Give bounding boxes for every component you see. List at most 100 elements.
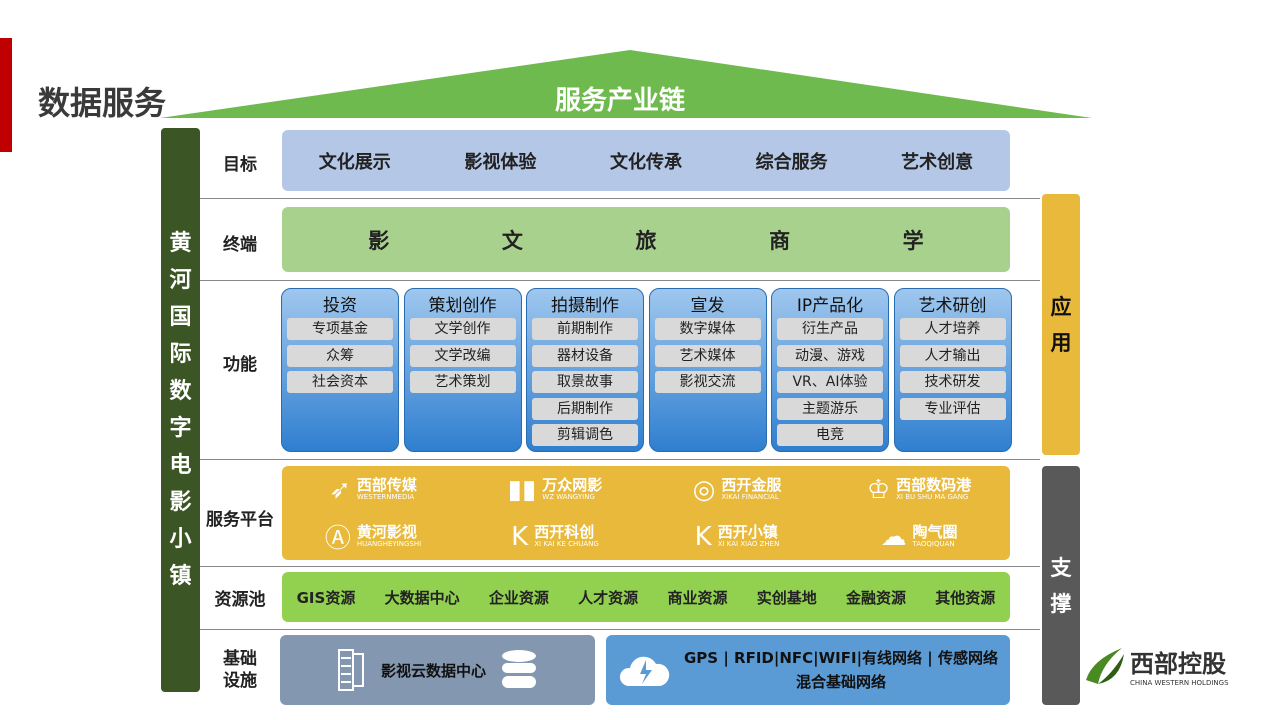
platform-en: XI KAI XIAO ZHEN (717, 540, 780, 548)
function-item: 众筹 (287, 344, 393, 367)
crown-icon: ♔ (866, 474, 891, 505)
goal-item: 艺术创意 (901, 151, 974, 173)
vertical-label-char: 电 (169, 453, 192, 478)
roof-label: 服务产业链 (554, 86, 685, 116)
roof-shape (160, 50, 1092, 118)
k-icon: K (694, 521, 712, 552)
terminals-box: 影 文 旅 商 学 (282, 207, 1010, 272)
vertical-label-char: 数 (169, 379, 192, 404)
platform-name: 黄河影视 (356, 523, 417, 541)
resource-item: 商业资源 (667, 588, 728, 607)
network-box: GPS | RFID|NFC|WIFI|有线网络 | 传感网络 混合基础网络 (606, 635, 1010, 705)
row-label-resources: 资源池 (214, 590, 266, 610)
function-item: 专项基金 (287, 318, 393, 340)
divider (200, 198, 1040, 199)
datacenter-box: 影视云数据中心 (280, 635, 595, 705)
function-item: 动漫、游戏 (777, 344, 883, 367)
company-logo: 西部控股 CHINA WESTERN HOLDINGS (1082, 640, 1229, 690)
function-item: 文学改编 (409, 344, 516, 367)
function-title: 拍摄制作 (551, 296, 619, 316)
goal-item: 文化展示 (318, 151, 391, 173)
function-item: 衍生产品 (777, 318, 883, 340)
function-column: 宣发数字媒体艺术媒体影视交流 (648, 288, 767, 452)
vertical-label-char: 国 (169, 305, 192, 330)
terminal-item: 学 (902, 228, 924, 253)
row-label-function: 功能 (223, 355, 257, 375)
function-item: 主题游乐 (777, 397, 883, 420)
function-item: 后期制作 (532, 397, 638, 420)
terminal-item: 商 (769, 228, 791, 253)
network-line-2: 混合基础网络 (795, 673, 886, 691)
function-item: 器材设备 (532, 344, 638, 367)
side-label-char: 用 (1050, 330, 1072, 355)
platform-en: WZ WANGYING (542, 493, 595, 501)
vertical-label-char: 字 (169, 416, 192, 441)
terminal-item: 影 (368, 228, 390, 253)
function-item: 影视交流 (654, 371, 761, 393)
terminal-item: 文 (501, 228, 523, 253)
function-item: 电竞 (777, 424, 883, 446)
vertical-label-char: 小 (169, 527, 192, 552)
function-column: 投资专项基金众筹社会资本 (281, 288, 399, 452)
k-icon: K (511, 521, 529, 552)
divider (200, 629, 1040, 630)
platform-en: WESTERNMEDIA (356, 493, 415, 501)
vertical-label-char: 镇 (169, 564, 192, 589)
platform-name: 万众网影 (542, 476, 603, 494)
company-name: 西部控股 (1130, 649, 1226, 678)
row-label-goal: 目标 (223, 155, 257, 175)
function-item: 专业评估 (899, 397, 1006, 420)
platform-name: 陶气圈 (912, 523, 958, 541)
platform-name: 西部数码港 (896, 476, 972, 494)
resource-item: GIS资源 (296, 588, 356, 607)
network-line-1: GPS | RFID|NFC|WIFI|有线网络 | 传感网络 (684, 649, 998, 667)
divider (200, 459, 1040, 460)
resources-box: GIS资源大数据中心企业资源人才资源商业资源实创基地金融资源其他资源 (282, 572, 1010, 622)
server-icon (337, 649, 364, 691)
divider (200, 280, 1040, 281)
resource-item: 其他资源 (935, 588, 996, 607)
company-emblem-icon (1086, 648, 1124, 684)
page-title: 数据服务 (38, 84, 167, 122)
function-column: 策划创作文学创作文学改编艺术策划 (403, 288, 522, 452)
platform-name: 西开科创 (534, 523, 595, 541)
platform-en: XI KAI KE CHUANG (534, 540, 599, 548)
function-item: 文学创作 (409, 318, 516, 340)
platform-name: 西部传媒 (356, 476, 417, 494)
vertical-label: 黄河国际数字电影小镇 (161, 128, 200, 692)
goal-item: 文化传承 (609, 151, 682, 173)
function-item: 前期制作 (532, 318, 638, 340)
platform-en: XI BU SHU MA GANG (896, 493, 969, 501)
goal-item: 综合服务 (755, 151, 828, 173)
vertical-label-char: 影 (169, 490, 192, 515)
function-item: 取景故事 (532, 371, 638, 393)
coin-icon: ◎ (692, 474, 716, 505)
circle-a-icon: Ⓐ (324, 524, 351, 554)
function-column: 拍摄制作前期制作器材设备取景故事后期制作剪辑调色 (526, 288, 644, 452)
function-item: VR、AI体验 (777, 371, 883, 393)
side-label-char: 应 (1050, 294, 1072, 319)
function-title: 投资 (323, 296, 357, 316)
bars-icon: ▮▮ (507, 474, 537, 505)
function-title: 艺术研创 (918, 296, 987, 316)
vertical-label-char: 黄 (169, 231, 192, 256)
function-item: 艺术策划 (409, 371, 516, 393)
function-title: 宣发 (690, 296, 725, 316)
company-en: CHINA WESTERN HOLDINGS (1130, 678, 1229, 687)
cloud-lightning-icon (619, 656, 670, 686)
function-title: 策划创作 (428, 296, 497, 316)
function-item: 剪辑调色 (532, 424, 638, 446)
